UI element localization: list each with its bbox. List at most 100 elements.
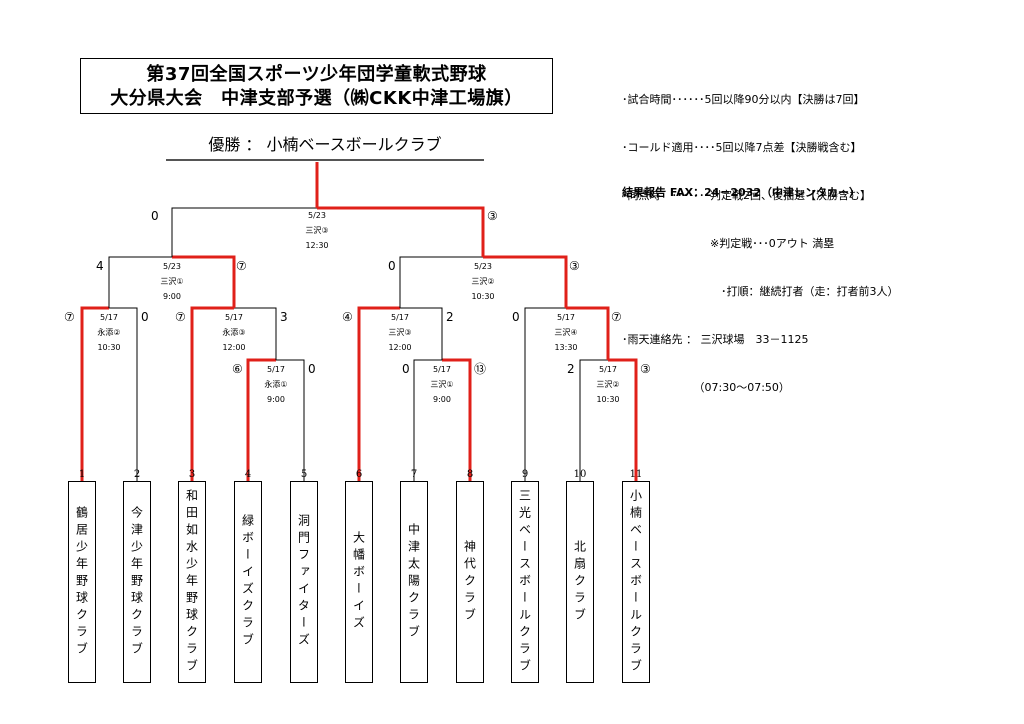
rules-block: ･試合時間･･････5回以降90分以内【決勝は7回】 ･コールド適用････5… [622,60,899,412]
team-name: 洞門ファイターズ [296,514,311,650]
team-box: 鶴居少年野球クラブ [68,481,96,683]
score-right: ③ [487,209,498,223]
match-date: 5/23 [474,262,492,271]
fax-report-line: 結果報告 FAX：24－2032（中津レンタカー） [622,186,860,199]
team-number: 5 [300,469,308,480]
match-info-1-2: 5/17 永添② 10:30 [79,310,139,355]
match-date: 5/23 [163,262,181,271]
team-number: 10 [573,469,587,480]
match-venue: 永添① [264,380,288,389]
team-number: 1 [78,469,86,480]
score-right: ③ [640,362,651,376]
team-box: 三光ベースボールクラブ [511,481,539,683]
score-right: ⑦ [611,310,622,324]
match-date: 5/17 [599,365,617,374]
bracket-line [483,255,568,308]
team-name: 鶴居少年野球クラブ [74,505,89,659]
score-left: 0 [402,362,410,376]
team-name: 小楠ベースボールクラブ [628,488,643,676]
match-date: 5/23 [308,211,326,220]
score-left: 4 [96,259,104,273]
match-date: 5/17 [391,313,409,322]
team-number: 4 [244,469,252,480]
match-venue: 三沢① [160,277,184,286]
rule-line: ･同点時 ･･･････判定戦2回、後抽選【決勝含む】 [622,189,871,202]
score-right: 0 [308,362,316,376]
match-venue: 永添② [97,328,121,337]
match-info-4-5: 5/17 永添① 9:00 [246,362,306,407]
team-name: 中津太陽クラブ [406,522,421,642]
bracket-line [608,358,638,481]
bracket-line [566,306,610,360]
team-number: 11 [629,469,643,480]
bracket-line [357,306,400,481]
rule-line: ※判定戦･･･0アウト 満塁 [622,237,835,250]
match-info-9-10: 5/17 三沢④ 13:30 [536,310,596,355]
team-name: 北扇クラブ [572,539,587,625]
rule-line: ･雨天連絡先 ： 三沢球場 33－1125 [622,333,809,346]
bracket-line [442,358,472,481]
team-box: 神代クラブ [456,481,484,683]
match-time: 12:00 [388,343,412,352]
rule-line: ･打順：継続打者（走：打者前3人） [622,285,899,298]
score-left: 2 [567,362,575,376]
match-venue: 永添③ [222,328,246,337]
team-number: 3 [188,469,196,480]
match-info-6-7: 5/17 三沢③ 12:00 [370,310,430,355]
bracket-line [246,358,276,481]
score-left: ⑥ [232,362,243,376]
team-number: 2 [133,469,141,480]
title-line-2: 大分県大会 中津支部予選（㈱CKK中津工場旗） [110,88,523,109]
match-venue: 三沢③ [305,226,329,235]
rule-line: （07:30～07:50） [622,381,790,394]
score-left: ⑦ [175,310,186,324]
score-left: 0 [388,259,396,273]
team-box: 大幡ボーイズ [345,481,373,683]
score-right: 2 [446,310,454,324]
team-box: 小楠ベースボールクラブ [622,481,650,683]
match-date: 5/17 [267,365,285,374]
tournament-title-box: 第37回全国スポーツ少年団学童軟式野球 大分県大会 中津支部予選（㈱CKK中津工… [80,58,553,114]
score-right: ⑬ [474,362,487,376]
title-line-1: 第37回全国スポーツ少年団学童軟式野球 [146,64,487,85]
team-name: 大幡ボーイズ [351,531,366,633]
match-venue: 三沢④ [554,328,578,337]
score-right: 3 [280,310,288,324]
team-box: 洞門ファイターズ [290,481,318,683]
score-left: 0 [512,310,520,324]
team-name: 今津少年野球クラブ [129,505,144,659]
team-name: 三光ベースボールクラブ [517,488,532,676]
match-venue: 三沢② [596,380,620,389]
team-box: 和田如水少年野球クラブ [178,481,206,683]
team-name: 和田如水少年野球クラブ [184,488,199,676]
rule-line: ･コールド適用････5回以降7点差【決勝戦含む】 [622,141,862,154]
team-number: 6 [355,469,363,480]
bracket-line [190,306,234,481]
team-number: 8 [466,469,474,480]
bracket-line [579,359,608,481]
bracket-line [413,359,442,481]
match-info-semi-left: 5/23 三沢① 9:00 [142,259,202,304]
rule-line: ･試合時間･･････5回以降90分以内【決勝は7回】 [622,93,865,106]
team-box: 今津少年野球クラブ [123,481,151,683]
match-time: 12:30 [305,241,329,250]
bracket-line [171,207,317,257]
bracket-line [524,307,566,481]
match-venue: 三沢③ [388,328,412,337]
team-number: 9 [521,469,529,480]
match-info-final: 5/23 三沢③ 12:30 [287,208,347,253]
score-left: 0 [151,209,159,223]
match-time: 10:30 [596,395,620,404]
bracket-line [234,307,277,360]
score-left: ④ [342,310,353,324]
bracket-line [400,307,443,360]
match-time: 9:00 [267,395,285,404]
bracket-line [172,255,236,308]
bracket-line [317,206,485,257]
match-date: 5/17 [557,313,575,322]
match-venue: 三沢① [430,380,454,389]
score-right: ③ [569,259,580,273]
winner-underline [166,159,484,161]
team-number: 7 [410,469,418,480]
